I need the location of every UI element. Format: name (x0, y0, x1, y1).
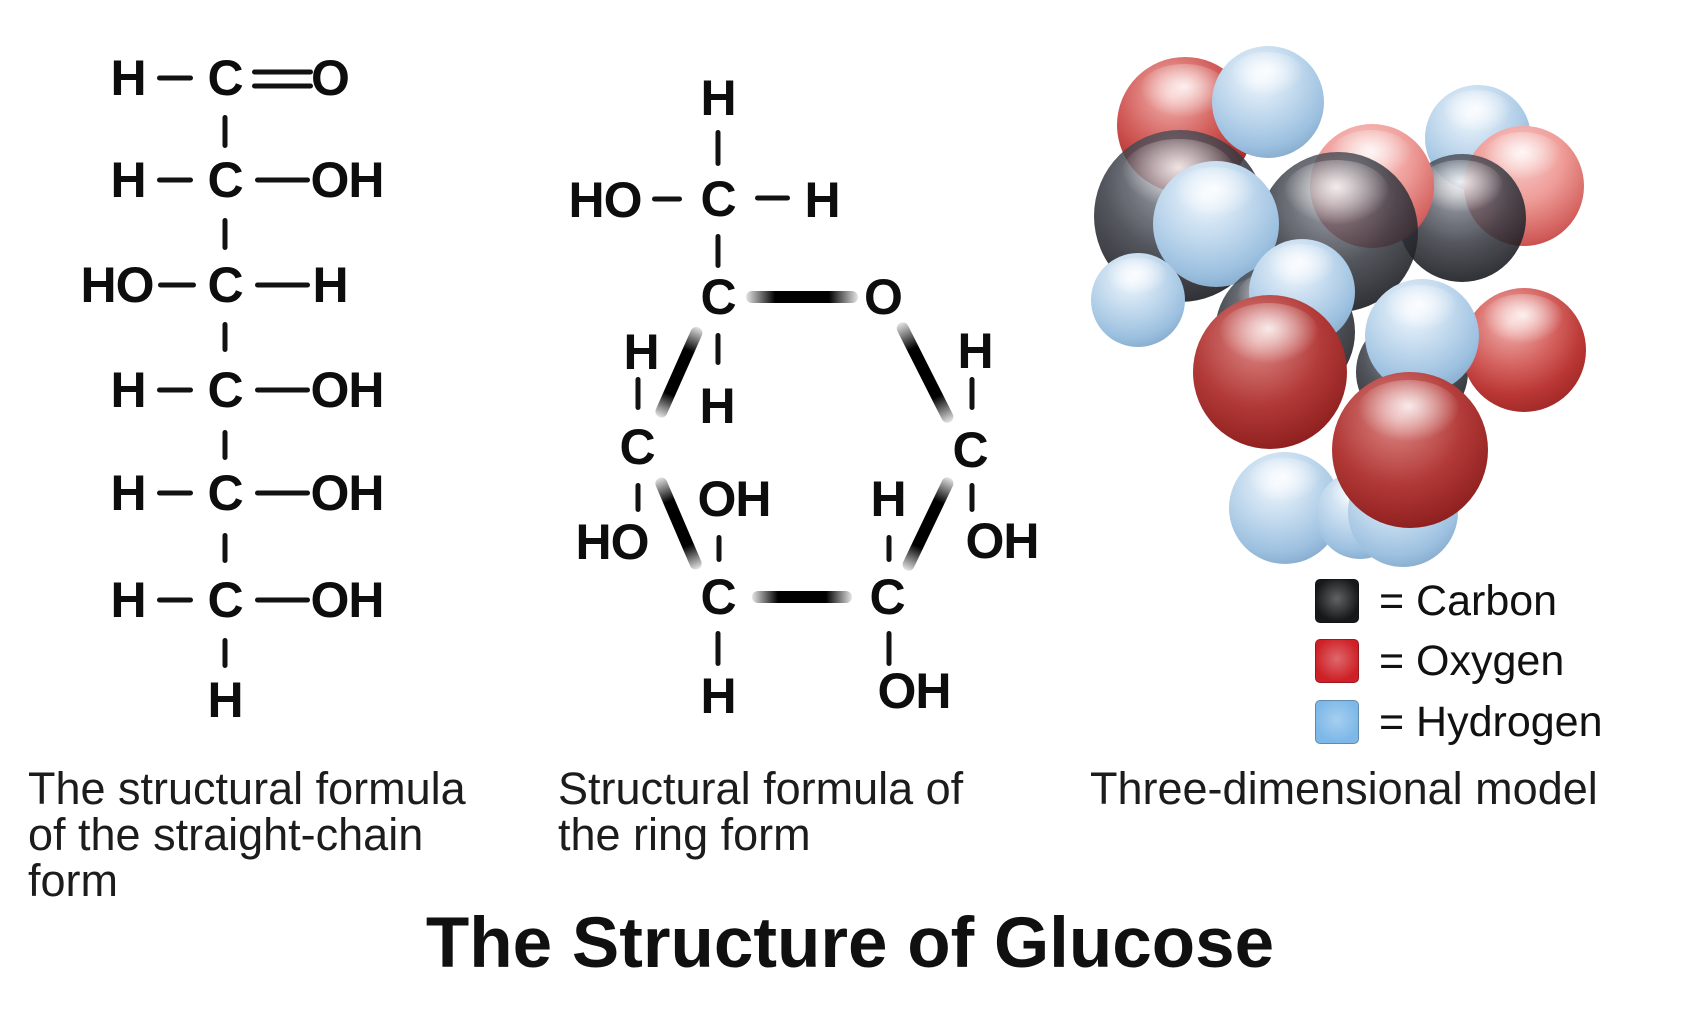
bond (158, 282, 196, 288)
bond (157, 490, 193, 496)
atom-label-h: H (312, 257, 348, 313)
bond (255, 387, 310, 393)
bond (255, 177, 310, 183)
atom-label-h: H (700, 668, 736, 724)
bond (157, 387, 193, 393)
bond (755, 195, 790, 201)
atom-label-h: H (110, 152, 146, 208)
oxygen-sphere (1462, 288, 1586, 412)
ring-bond (746, 291, 858, 303)
atom-label-ho: HO (80, 257, 155, 313)
hydrogen-sphere (1365, 279, 1479, 393)
hydrogen-sphere (1212, 46, 1324, 158)
oxygen-swatch-icon (1315, 639, 1359, 683)
atom-label-c: C (207, 50, 243, 106)
legend-row-oxygen: = Oxygen (1315, 639, 1564, 683)
atom-label-h: H (699, 378, 735, 434)
atom-label-c: C (207, 572, 243, 628)
atom-label-oh: OH (310, 572, 385, 628)
bond (255, 490, 310, 496)
bond (252, 83, 313, 89)
atom-label-c: C (207, 152, 243, 208)
caption-line: of the straight-chain (28, 809, 424, 860)
atom-label-ho: HO (568, 172, 643, 228)
page-title: The Structure of Glucose (425, 904, 1275, 983)
atom-label-h: H (804, 172, 840, 228)
hydrogen-swatch-icon (1315, 700, 1359, 744)
legend-row-hydrogen: = Hydrogen (1315, 700, 1603, 744)
bond (157, 75, 193, 81)
atom-label-oh: OH (965, 513, 1040, 569)
bond (252, 69, 313, 75)
oxygen-sphere (1193, 295, 1347, 449)
atom-label-c: C (952, 422, 988, 478)
atom-label-ho: HO (575, 514, 650, 570)
caption-line: Structural formula of (558, 763, 964, 814)
atom-label-h: H (623, 324, 659, 380)
bond (157, 597, 193, 603)
caption-three-dimensional: Three-dimensional model (1090, 766, 1598, 812)
atom-label-c: C (619, 419, 655, 475)
oxygen-sphere (1332, 372, 1488, 528)
atom-label-c: C (207, 362, 243, 418)
atom-label-h: H (207, 672, 243, 728)
bond (652, 196, 682, 202)
hydrogen-sphere (1153, 161, 1279, 287)
legend-label-oxygen: = Oxygen (1379, 637, 1565, 685)
bond (157, 177, 193, 183)
atom-label-c: C (700, 569, 736, 625)
atom-label-oh: OH (310, 152, 385, 208)
caption-line: Three-dimensional model (1090, 763, 1598, 814)
hydrogen-sphere (1091, 253, 1185, 347)
bond (255, 282, 310, 288)
atom-label-oh: OH (310, 362, 385, 418)
atom-label-h: H (110, 465, 146, 521)
atom-label-h: H (870, 471, 906, 527)
caption-line: the ring form (558, 809, 811, 860)
atom-label-h: H (110, 50, 146, 106)
legend-label-hydrogen: = Hydrogen (1379, 698, 1603, 746)
caption-line: form (28, 855, 118, 906)
atom-label-h: H (110, 362, 146, 418)
atom-label-o: O (311, 50, 350, 106)
carbon-swatch-icon (1315, 579, 1359, 623)
atom-label-oh: OH (697, 471, 772, 527)
atom-label-o: O (864, 269, 903, 325)
atom-label-oh: OH (310, 465, 385, 521)
caption-line: The structural formula (28, 763, 466, 814)
atom-label-c: C (207, 465, 243, 521)
atom-label-c: C (207, 257, 243, 313)
atom-label-oh: OH (877, 663, 952, 719)
atom-label-c: C (700, 269, 736, 325)
atom-label-h: H (700, 70, 736, 126)
atom-label-c: C (869, 569, 905, 625)
atom-label-h: H (957, 323, 993, 379)
atom-label-h: H (110, 572, 146, 628)
legend-label-carbon: = Carbon (1379, 577, 1558, 625)
atom-label-c: C (700, 171, 736, 227)
legend-row-carbon: = Carbon (1315, 579, 1557, 623)
bond (255, 597, 310, 603)
